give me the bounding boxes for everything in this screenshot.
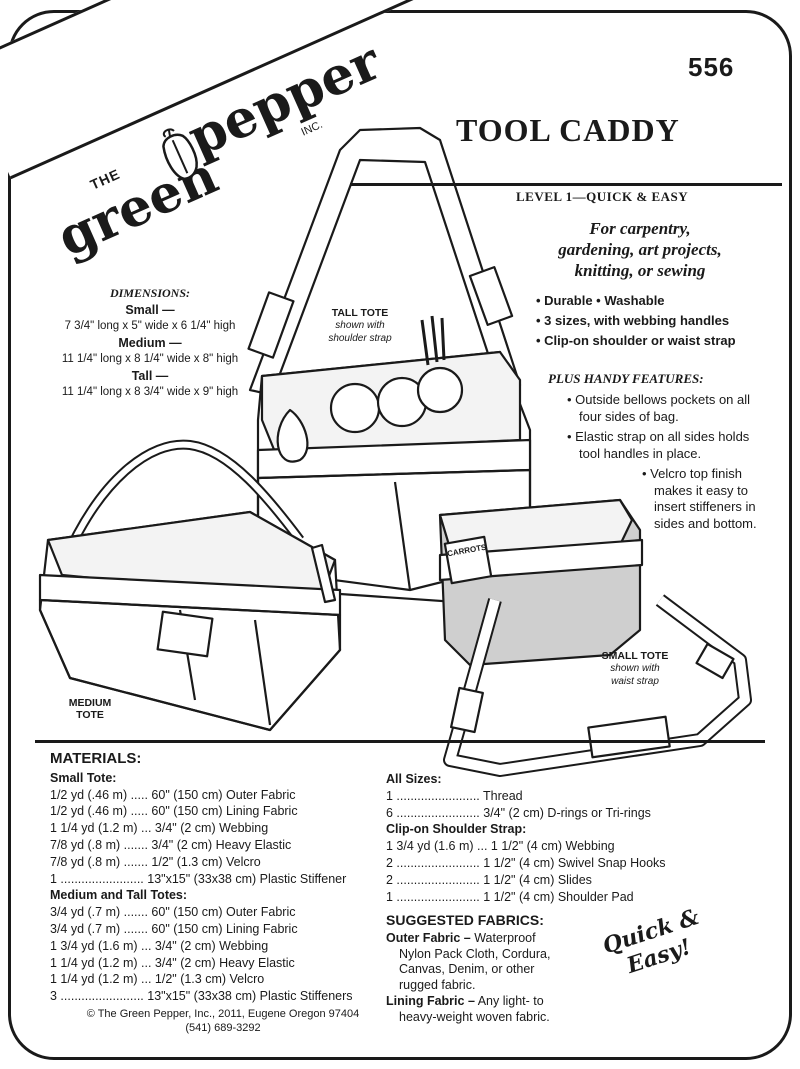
outer-fabric-text: Nylon Pack Cloth, Cordura, <box>399 946 551 961</box>
feature-line: • Outside bellows pockets on all <box>567 392 751 407</box>
medium-tote-title: MEDIUM <box>68 697 112 709</box>
outer-fabric-text: Canvas, Denim, or other <box>399 962 535 977</box>
small-tote-label: SMALL TOTE shown with waist strap <box>585 650 685 688</box>
lining-fabric-text: heavy-weight woven fabric. <box>399 1009 550 1024</box>
small-tote <box>438 498 752 777</box>
tall-tote-title: TALL TOTE <box>331 307 389 319</box>
section-divider <box>35 740 765 743</box>
material-row: 3 ........................ 13"x15" (33x3… <box>50 989 353 1004</box>
feature-line: • Velcro top finish <box>642 466 742 481</box>
dim-tall-value: 11 1/4" long x 8 3/4" wide x 9" high <box>61 386 239 398</box>
material-row: 7/8 yd (.8 m) ....... 1/2" (1.3 cm) Velc… <box>50 854 261 869</box>
material-row: 1/2 yd (.46 m) ..... 60" (150 cm) Lining… <box>50 804 298 819</box>
page-frame <box>8 10 792 1060</box>
medium-tote-label: MEDIUM TOTE <box>55 697 125 721</box>
feature-line: four sides of bag. <box>579 408 679 424</box>
dim-small-value: 7 3/4" long x 5" wide x 6 1/4" high <box>64 320 236 332</box>
feature-line: insert stiffeners in <box>654 499 756 514</box>
dim-tall-label: Tall — <box>131 368 169 383</box>
feature-bullet: • Durable • Washable <box>536 293 665 308</box>
all-sizes-heading: All Sizes: <box>386 772 442 786</box>
material-row: 7/8 yd (.8 m) ....... 3/4" (2 cm) Heavy … <box>50 837 292 852</box>
feature-bullet: • 3 sizes, with webbing handles <box>536 313 730 328</box>
materials-list: MATERIALS: Small Tote: 1/2 yd (.46 m) ..… <box>50 750 353 1005</box>
page-title: TOOL CADDY <box>456 112 680 148</box>
dim-small-label: Small — <box>125 302 175 317</box>
dimensions: DIMENSIONS: Small — 7 3/4" long x 5" wid… <box>40 285 260 401</box>
materials-heading: MATERIALS: <box>50 750 142 767</box>
material-row: 1 3/4 yd (1.6 m) ... 3/4" (2 cm) Webbing <box>50 938 269 953</box>
material-row: 1/2 yd (.46 m) ..... 60" (150 cm) Outer … <box>50 787 296 802</box>
copyright-line: © The Green Pepper, Inc., 2011, Eugene O… <box>86 1008 360 1020</box>
plus-features-heading: PLUS HANDY FEATURES: <box>548 371 704 386</box>
material-row: 1 ........................ 13"x15" (33x3… <box>50 871 347 886</box>
feature-velcro: • Velcro top finish makes it easy to ins… <box>642 466 757 532</box>
small-tote-title: SMALL TOTE <box>601 650 669 662</box>
key-features: • Durable • Washable • 3 sizes, with web… <box>536 291 736 351</box>
feature-bullet: • Clip-on shoulder or waist strap <box>536 333 736 348</box>
outer-fabric-text: rugged fabric. <box>399 978 476 993</box>
material-row: 1 1/4 yd (1.2 m) ... 3/4" (2 cm) Webbing <box>50 821 269 836</box>
copyright-phone: (541) 689-3292 <box>185 1022 261 1034</box>
uses-line: knitting, or sewing <box>574 261 706 280</box>
tall-tote-sub: shown with <box>335 320 385 331</box>
materials-right-column: All Sizes: 1 ........................ Th… <box>386 771 666 905</box>
uses-line: For carpentry, <box>589 219 691 238</box>
feature-pockets: • Outside bellows pockets on all four si… <box>567 392 750 425</box>
uses-line: gardening, art projects, <box>558 240 722 259</box>
dimensions-heading: DIMENSIONS: <box>109 286 191 300</box>
small-tote-sub: shown with <box>610 663 660 674</box>
small-tote-heading: Small Tote: <box>50 770 117 785</box>
tall-tote-sub: shoulder strap <box>328 333 392 344</box>
feature-line: tool handles in place. <box>579 445 702 461</box>
pattern-number: 556 <box>688 52 735 82</box>
material-row: 1 1/4 yd (1.2 m) ... 3/4" (2 cm) Heavy E… <box>50 955 295 970</box>
header-divider <box>350 183 782 186</box>
material-row: 2 ........................ 1 1/2" (4 cm)… <box>386 872 592 887</box>
medium-tote <box>38 439 342 732</box>
brand-logo: THE green pepper INC. <box>0 0 414 319</box>
feature-elastic: • Elastic strap on all sides holds tool … <box>567 429 749 462</box>
strap-heading: Clip-on Shoulder Strap: <box>386 822 527 837</box>
material-row: 6 ........................ 3/4" (2 cm) D… <box>386 805 651 820</box>
skill-level: LEVEL 1—QUICK & EASY <box>516 189 689 204</box>
material-row: 1 ........................ Thread <box>386 788 523 803</box>
material-row: 2 ........................ 1 1/2" (4 cm)… <box>386 855 666 870</box>
outer-fabric-label: Outer Fabric – <box>386 930 471 945</box>
feature-line: makes it easy to <box>654 482 748 498</box>
brand-pepper: pepper <box>179 30 390 169</box>
material-row: 3/4 yd (.7 m) ....... 60" (150 cm) Linin… <box>50 921 298 936</box>
suggested-heading: SUGGESTED FABRICS: <box>386 912 544 928</box>
suggested-fabrics: SUGGESTED FABRICS: Outer Fabric – Waterp… <box>386 912 551 1026</box>
feature-line: sides and bottom. <box>654 515 757 531</box>
pepper-icon <box>162 128 198 181</box>
dim-medium-label: Medium — <box>118 335 182 350</box>
lining-fabric-label: Lining Fabric – <box>386 993 475 1008</box>
material-row: 1 ........................ 1 1/2" (4 cm)… <box>386 889 634 904</box>
outer-fabric-text: Waterproof <box>470 930 536 945</box>
uses-tagline: For carpentry, gardening, art projects, … <box>505 218 775 281</box>
material-row: 3/4 yd (.7 m) ....... 60" (150 cm) Outer… <box>50 905 296 920</box>
lining-fabric-text: Any light- to <box>474 993 544 1008</box>
material-row: 1 1/4 yd (1.2 m) ... 1/2" (1.3 cm) Velcr… <box>50 972 265 987</box>
tall-tote-label: TALL TOTE shown with shoulder strap <box>310 307 410 345</box>
dim-medium-value: 11 1/4" long x 8 1/4" wide x 8" high <box>61 353 239 365</box>
feature-line: • Elastic strap on all sides holds <box>567 429 750 444</box>
copyright: © The Green Pepper, Inc., 2011, Eugene O… <box>73 1007 373 1035</box>
material-row: 1 3/4 yd (1.6 m) ... 1 1/2" (4 cm) Webbi… <box>386 839 615 854</box>
medtall-heading: Medium and Tall Totes: <box>50 888 188 903</box>
medium-tote-title: TOTE <box>76 709 104 721</box>
small-tote-sub: waist strap <box>611 676 659 687</box>
